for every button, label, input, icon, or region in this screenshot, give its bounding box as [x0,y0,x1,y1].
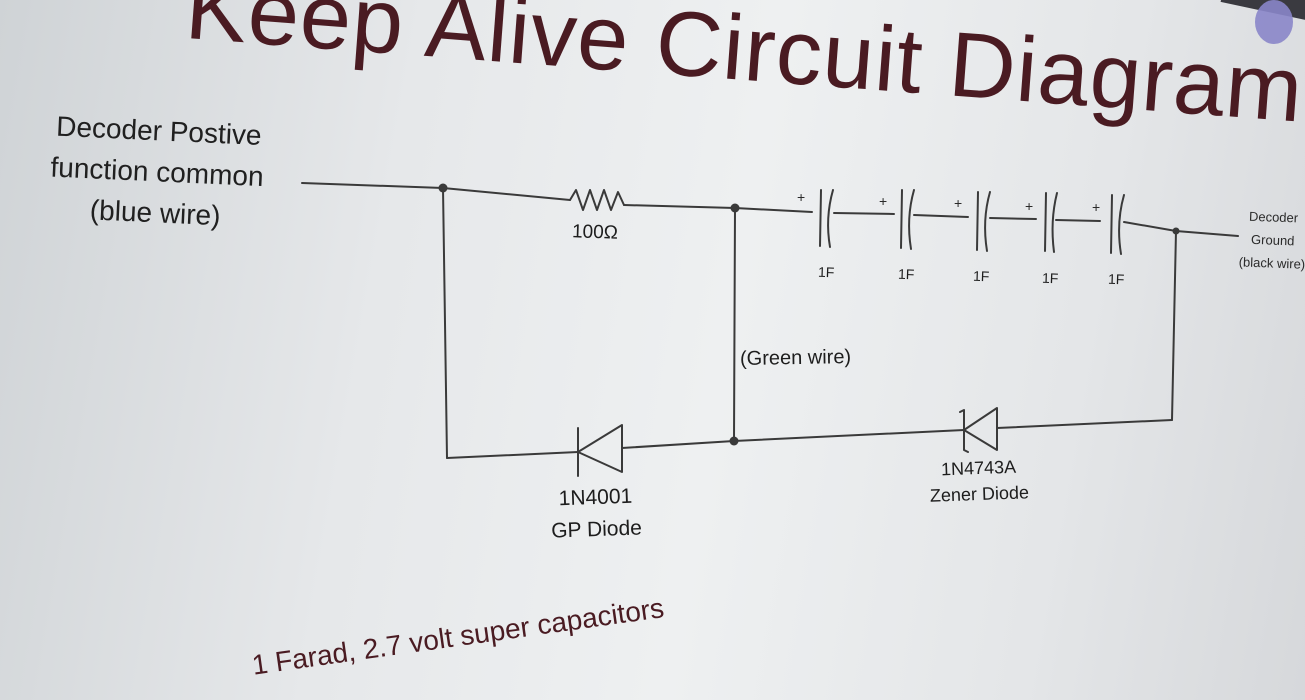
zener-diode-label: 1N4743A Zener Diode [925,453,1033,509]
capacitor-3-polarity: + [954,195,962,211]
junction-dot [438,183,448,193]
wire-cap-34 [989,217,1037,220]
capacitor-2 [900,189,915,250]
right-terminal-label: Decoder Ground (black wire) [1226,204,1305,276]
capacitor-4-polarity: + [1025,198,1033,214]
gp-diode-part: 1N4001 [558,484,633,511]
wire-left-vertical [442,187,448,459]
wire-bottom-right [996,419,1173,429]
junction-dot [1172,227,1180,235]
wire-cap-12 [833,212,895,215]
right-terminal-line: (black wire) [1238,254,1305,272]
wire-cap-45 [1055,219,1101,222]
slide-corner-dot [1255,0,1293,44]
junction-dot [729,436,739,446]
right-terminal-line: Ground [1250,231,1295,249]
capacitor-5-label: 1F [1107,270,1125,288]
gp-diode-type: GP Diode [550,516,643,543]
capacitor-3 [976,191,991,252]
right-terminal-line: Decoder [1248,208,1299,226]
zener-diode-part: 1N4743A [940,456,1017,480]
gp-diode-label: 1N4001 GP Diode [545,480,647,547]
capacitor-5 [1110,194,1125,255]
capacitor-1 [819,189,834,248]
wire-bottom-left [446,451,579,459]
green-wire-label: (Green wire) [739,346,852,370]
resistor-zigzag [569,189,625,211]
left-terminal-label: Decoder Postive function common (blue wi… [14,104,299,240]
capacitor-4 [1044,192,1058,253]
capacitor-3-label: 1F [972,267,990,285]
wire-cap-23 [913,214,969,218]
wire-top-left [301,182,571,201]
capacitor-2-label: 1F [897,265,915,283]
wire-right-vertical [1171,230,1177,421]
wire-bottom-mid [621,429,965,449]
wire-top-right [1123,221,1239,237]
capacitor-4-label: 1F [1041,269,1059,287]
junction-dot [730,203,740,213]
wire-top-mid [623,204,813,213]
zener-diode-type: Zener Diode [929,482,1030,506]
resistor-label: 100Ω [571,221,619,244]
zener-diode-symbol [959,407,998,453]
capacitor-1-polarity: + [797,189,805,205]
wire-mid-vertical [733,207,736,442]
capacitor-2-polarity: + [879,193,887,209]
gp-diode-symbol [577,424,623,477]
capacitor-5-polarity: + [1092,199,1100,215]
capacitor-1-label: 1F [817,263,835,281]
